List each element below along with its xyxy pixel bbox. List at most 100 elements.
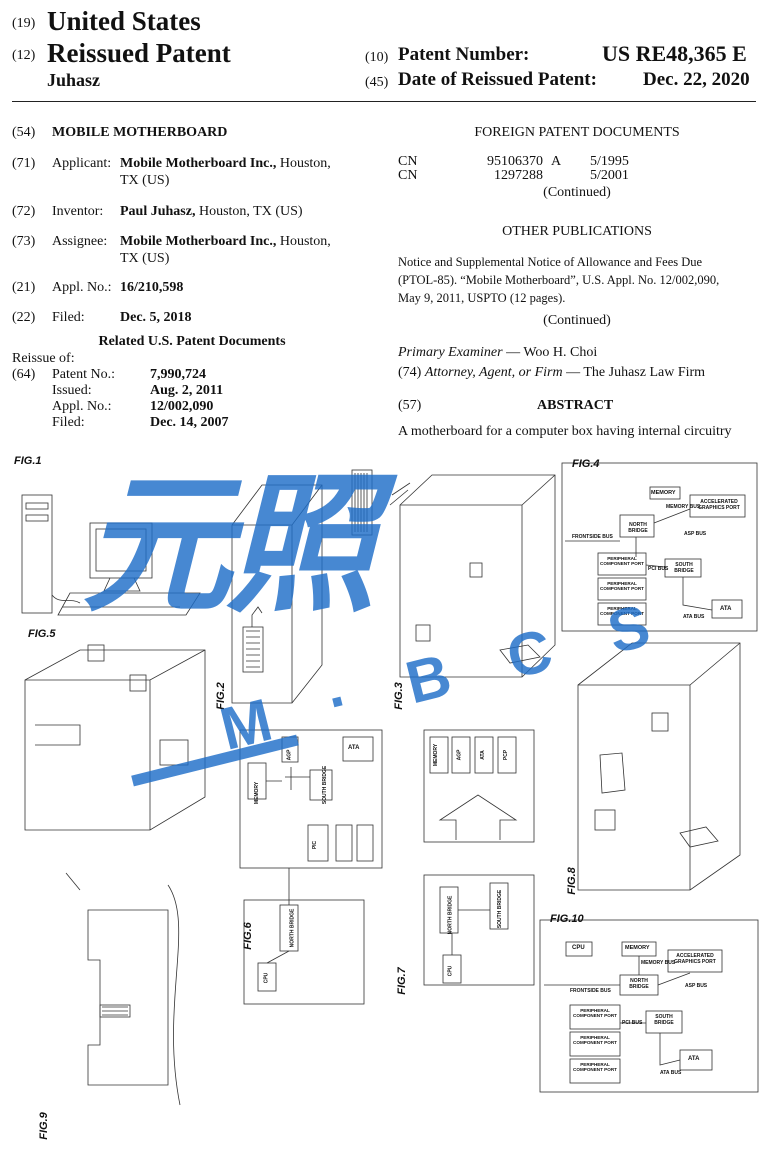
fig4-ata-bus: ATA BUS: [683, 614, 705, 620]
fig6-cpu: CPU: [263, 972, 270, 984]
inventor-city: Houston, TX (US): [195, 204, 303, 219]
other-publication-line-3: May 9, 2011, USPTO (12 pages).: [398, 291, 566, 305]
fig10-south-bridge: SOUTH BRIDGE: [654, 1014, 674, 1026]
appl-no: 16/210,598: [120, 280, 184, 295]
applicant-city: Houston,: [276, 156, 331, 171]
fig7-memory: MEMORY: [433, 743, 440, 767]
fig3-box-drawing: [351, 469, 556, 678]
fig9-drawing: [65, 872, 181, 1106]
foreign-number-0: 95106370: [487, 154, 543, 169]
reissue-value-3: Dec. 14, 2007: [150, 415, 229, 430]
watermark-logo: 元照: [74, 461, 404, 629]
applicant-label: Applicant:: [52, 156, 112, 171]
fig4-south-bridge: SOUTH BRIDGE: [674, 562, 694, 574]
fig7-diagram: [423, 729, 535, 986]
fig4-north-bridge: NORTH BRIDGE: [628, 522, 648, 534]
fig10-asp-bus: ASP BUS: [685, 983, 708, 989]
fig5-label: FIG.5: [28, 628, 56, 640]
fig10-memory-bus: MEMORY BUS: [641, 960, 676, 966]
fig10-pcp-3: PERIPHERAL COMPONENT PORT: [573, 1062, 617, 1072]
fig10-agp: ACCELERATED GRAPHICS PORT: [674, 953, 716, 965]
reissue-of-label: Reissue of:: [12, 351, 75, 366]
inid-19: (19): [12, 16, 36, 31]
foreign-number-1: 1297288: [494, 168, 543, 183]
inventor-name: Paul Juhasz,: [120, 204, 196, 219]
inventor-label: Inventor:: [52, 204, 104, 219]
inid-57: (57): [398, 398, 422, 413]
reissue-label-0: Patent No.:: [52, 367, 115, 382]
fig10-frontside-bus: FRONTSIDE BUS: [570, 988, 611, 994]
inid-74: (74): [398, 365, 422, 380]
examiner-name: — Woo H. Choi: [502, 345, 598, 360]
inid-12: (12): [12, 48, 36, 63]
foreign-country-1: CN: [398, 168, 418, 183]
assignee-country: TX (US): [120, 251, 170, 266]
foreign-country-0: CN: [398, 154, 418, 169]
inid-73: (73): [12, 234, 36, 249]
foreign-continued: (Continued): [543, 185, 611, 200]
reissue-date: Dec. 22, 2020: [643, 69, 750, 90]
fig4-label: FIG.4: [572, 458, 600, 470]
appl-no-label: Appl. No.:: [52, 280, 112, 295]
other-publication-line-2: (PTOL-85). “Mobile Motherboard”, U.S. Ap…: [398, 273, 720, 287]
fig10-north-bridge: NORTH BRIDGE: [629, 978, 649, 990]
fig7-agp: AGP: [456, 749, 463, 761]
document-type: Reissued Patent: [47, 38, 231, 68]
patent-number: US RE48,365 E: [602, 41, 747, 66]
abstract-title: ABSTRACT: [537, 398, 614, 413]
fig6-pic: PIC: [312, 840, 319, 850]
invention-title: MOBILE MOTHERBOARD: [52, 125, 228, 140]
fig8-label: FIG.8: [565, 867, 578, 895]
fig4-agp: ACCELERATED GRAPHICS PORT: [698, 499, 740, 511]
fig7-cpu: CPU: [447, 965, 454, 977]
foreign-kind-0: A: [551, 154, 562, 169]
fig10-pcp-2: PERIPHERAL COMPONENT PORT: [573, 1035, 617, 1045]
reissue-label-2: Appl. No.:: [52, 399, 112, 414]
foreign-date-0: 5/1995: [590, 154, 629, 169]
other-publication-line-1: Notice and Supplemental Notice of Allowa…: [398, 255, 703, 269]
reissue-label-3: Filed:: [52, 415, 85, 430]
foreign-docs-title: FOREIGN PATENT DOCUMENTS: [474, 125, 680, 140]
fig8-box-drawing: [577, 642, 741, 891]
patent-number-label: Patent Number:: [398, 44, 530, 65]
attorney-line: (74) Attorney, Agent, or Firm — The Juha…: [398, 364, 705, 381]
country-name: United States: [47, 6, 201, 36]
fig4-pci-bus: PCI BUS: [648, 566, 669, 572]
header-rule: [12, 101, 756, 102]
reissue-value-0: 7,990,724: [150, 367, 206, 382]
fig6-agp: AGP: [286, 749, 293, 761]
fig7-north-bridge: NORTH BRIDGE: [447, 895, 454, 935]
fig10-pcp-1: PERIPHERAL COMPONENT PORT: [573, 1008, 617, 1018]
filed-label: Filed:: [52, 310, 85, 325]
inid-71: (71): [12, 156, 36, 171]
fig4-asp-bus: ASP BUS: [684, 531, 707, 537]
fig10-memory: MEMORY: [625, 945, 650, 951]
fig4-memory: MEMORY: [651, 490, 676, 496]
fig6-north-bridge: NORTH BRIDGE: [289, 908, 296, 948]
inid-21: (21): [12, 280, 36, 295]
inid-64: (64): [12, 367, 36, 382]
fig7-ata: ATA: [479, 750, 486, 760]
fig6-ata: ATA: [348, 745, 360, 751]
fig6-diagram: [239, 729, 383, 1005]
applicant-name: Mobile Motherboard Inc.,: [120, 156, 277, 171]
assignee-line: Mobile Motherboard Inc., Houston,: [120, 233, 331, 250]
other-publications-text: Notice and Supplemental Notice of Allowa…: [398, 253, 719, 307]
reissue-label-1: Issued:: [52, 383, 92, 398]
fig7-label: FIG.7: [395, 967, 408, 995]
fig4-ata: ATA: [720, 606, 732, 612]
reissue-value-2: 12/002,090: [150, 399, 214, 414]
fig4-pcp-2: PERIPHERAL COMPONENT PORT: [600, 581, 644, 591]
fig4-memory-bus: MEMORY BUS: [666, 504, 701, 510]
fig10-block-diagram: [539, 919, 759, 1093]
related-docs-title: Related U.S. Patent Documents: [98, 334, 286, 349]
fig1-computer-drawing: [21, 494, 201, 616]
inid-54: (54): [12, 125, 36, 140]
fig4-block-diagram: [561, 462, 758, 632]
fig7-south-bridge: SOUTH BRIDGE: [497, 889, 504, 929]
examiner-label: Primary Examiner: [398, 345, 503, 360]
fig6-south-bridge: SOUTH BRIDGE: [322, 765, 329, 805]
applicant-line: Mobile Motherboard Inc., Houston,: [120, 155, 331, 172]
inid-22: (22): [12, 310, 36, 325]
inid-72: (72): [12, 204, 36, 219]
